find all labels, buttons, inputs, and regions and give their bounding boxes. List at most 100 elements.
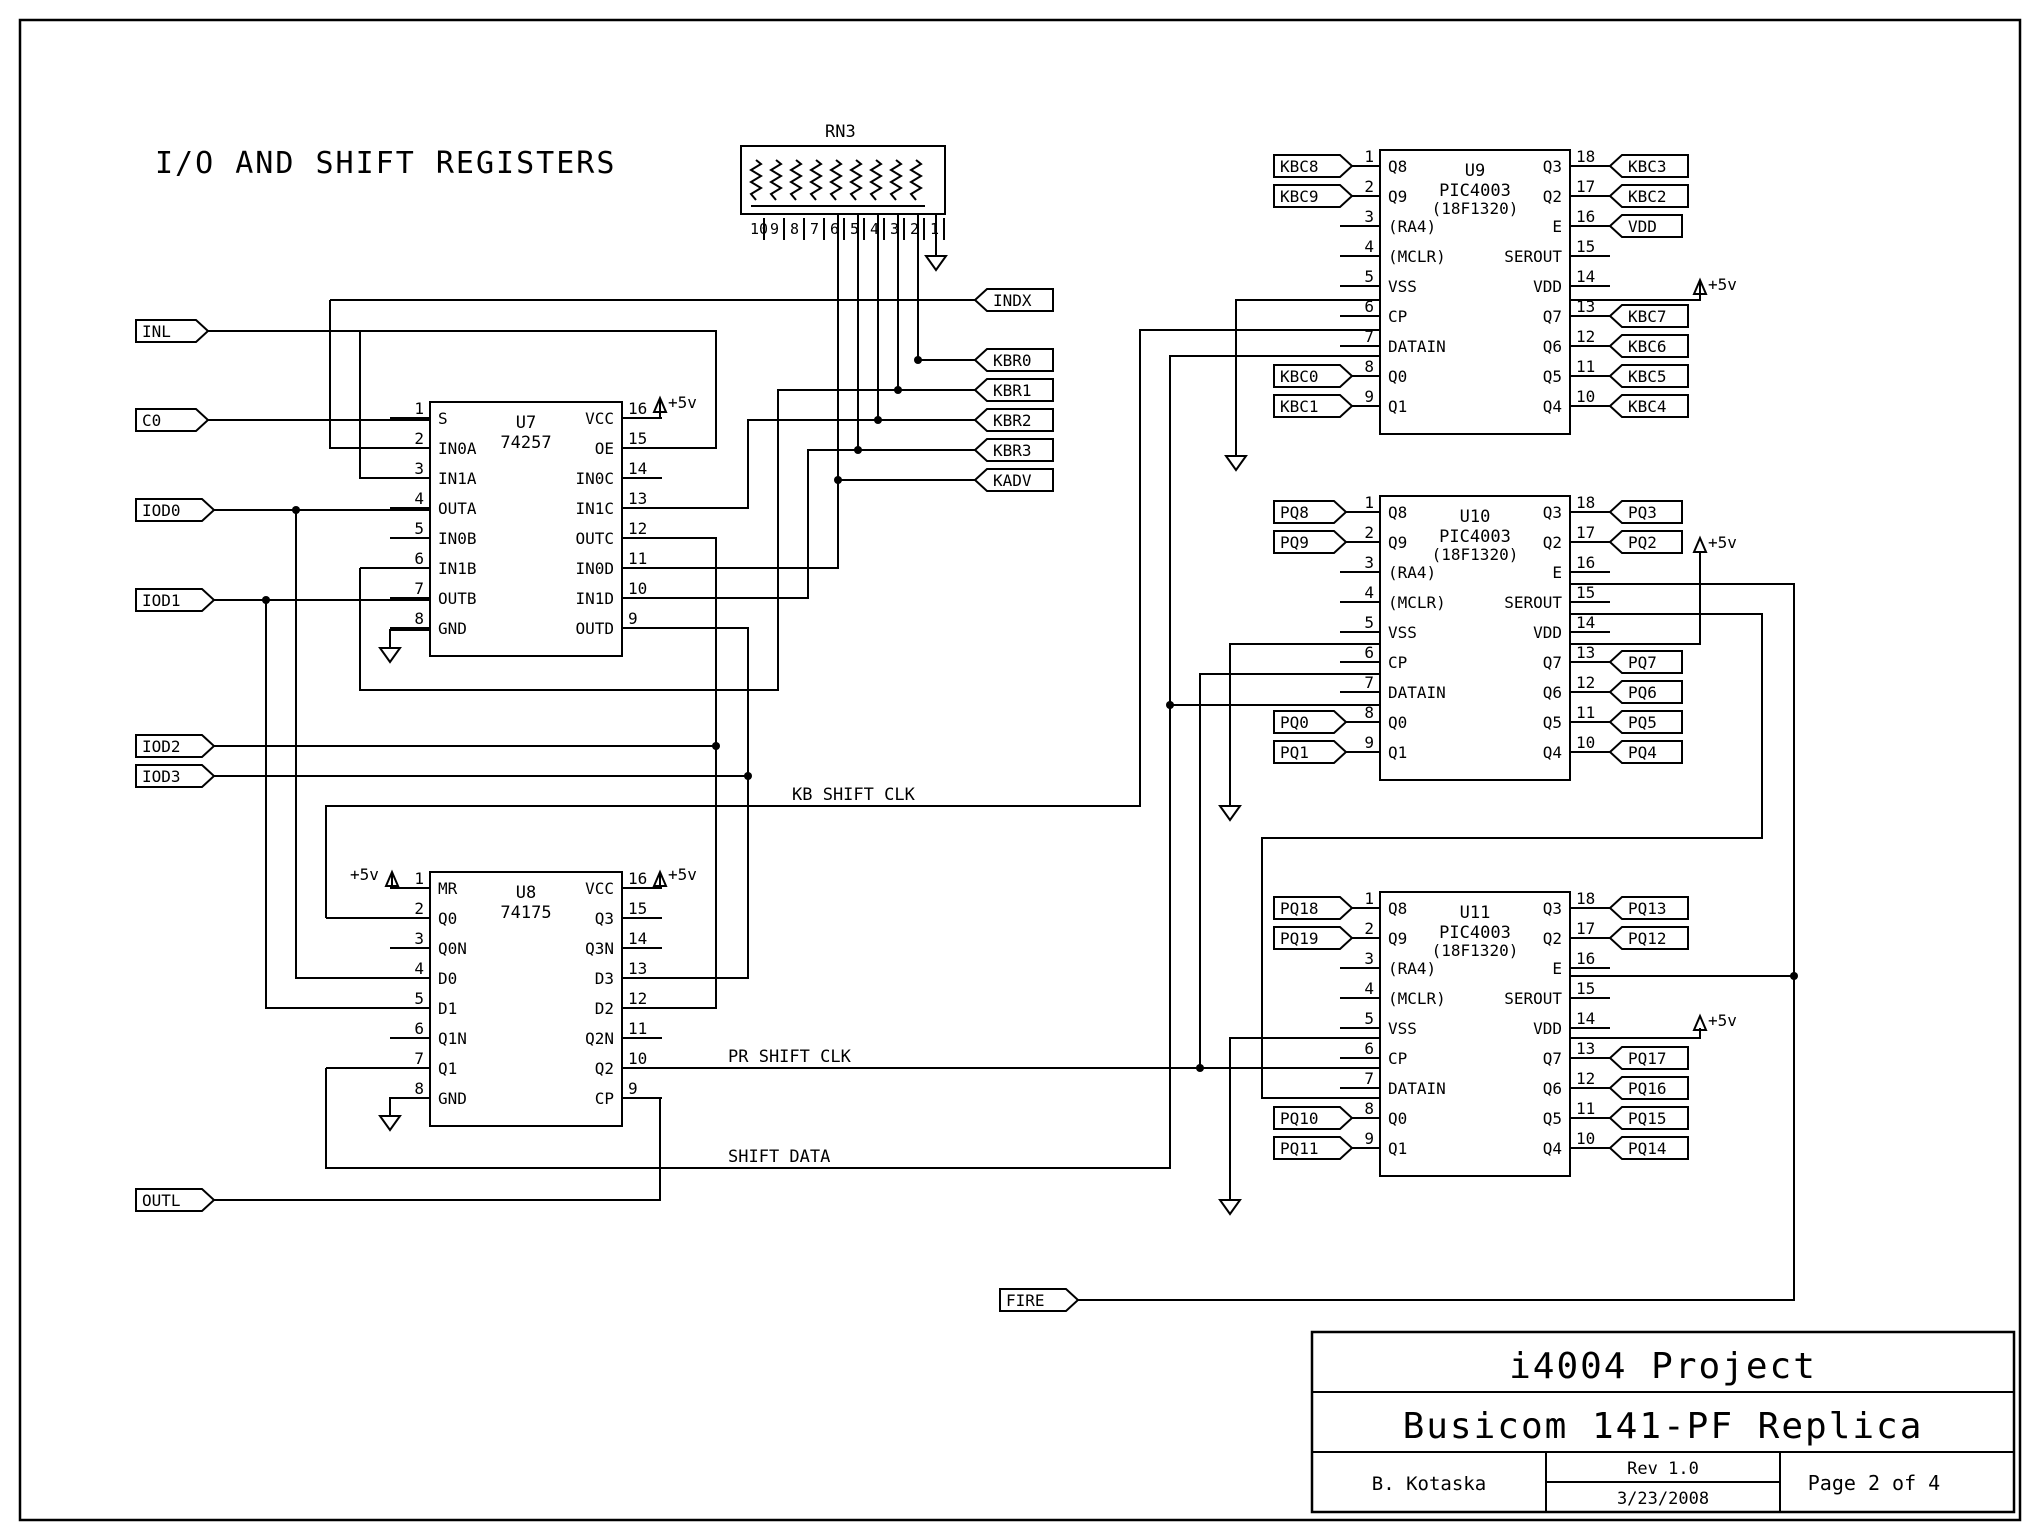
u9-vdd-label: +5v xyxy=(1708,275,1737,294)
u9-pin-name: E xyxy=(1552,217,1562,236)
u7-pin-number: 7 xyxy=(414,579,424,598)
u10-pin-name: (RA4) xyxy=(1388,563,1436,582)
resistor-zigzag xyxy=(909,159,923,201)
port-label: PQ18 xyxy=(1280,899,1319,918)
u8-pin-number: 3 xyxy=(414,929,424,948)
u11-pin-name: (MCLR) xyxy=(1388,989,1446,1008)
revision: Rev 1.0 xyxy=(1627,1459,1699,1479)
u8-pin-name: Q1N xyxy=(438,1029,467,1048)
u9-body xyxy=(1379,149,1571,435)
u10-pin-number: 8 xyxy=(1364,703,1374,722)
resistor-zigzag xyxy=(829,159,843,201)
date: 3/23/2008 xyxy=(1617,1489,1709,1509)
u9-pin-name: Q4 xyxy=(1543,397,1562,416)
port-flag xyxy=(1273,530,1348,554)
u11-pin-number: 10 xyxy=(1576,1129,1595,1148)
port-label: PQ14 xyxy=(1628,1139,1667,1158)
u11-pin-number: 16 xyxy=(1576,949,1595,968)
port-label: KBC6 xyxy=(1628,337,1667,356)
rn3-pin-number: 5 xyxy=(850,220,859,238)
u11-part: PIC4003 xyxy=(1439,923,1511,943)
port-label: KBC2 xyxy=(1628,187,1667,206)
sheet-title: I/O AND SHIFT REGISTERS xyxy=(155,146,616,181)
u10-pin-number: 15 xyxy=(1576,583,1595,602)
port-label: VDD xyxy=(1628,217,1657,236)
u11-pin-number: 6 xyxy=(1364,1039,1374,1058)
port-label: KBC0 xyxy=(1280,367,1319,386)
u9-pin-number: 14 xyxy=(1576,267,1595,286)
u9-pin-number: 6 xyxy=(1364,297,1374,316)
u11-pin-number: 5 xyxy=(1364,1009,1374,1028)
port-label: INDX xyxy=(993,291,1032,310)
u8-pin-number: 16 xyxy=(628,869,647,888)
u10-pin-number: 4 xyxy=(1364,583,1374,602)
port-flag xyxy=(973,348,1054,372)
u8-vcc-label: +5v xyxy=(668,865,697,884)
u8-pin-name: Q3N xyxy=(585,939,614,958)
u9-pin-name: Q1 xyxy=(1388,397,1407,416)
u9-pin-number: 16 xyxy=(1576,207,1595,226)
port-label: KBC3 xyxy=(1628,157,1667,176)
u9-pin-number: 7 xyxy=(1364,327,1374,346)
u11-pin-number: 9 xyxy=(1364,1129,1374,1148)
ground-symbol xyxy=(378,1115,402,1132)
junction-dots xyxy=(262,356,1798,1072)
port-label: PQ5 xyxy=(1628,713,1657,732)
u9-pin-name: Q5 xyxy=(1543,367,1562,386)
port-flag xyxy=(135,319,210,343)
port-flag xyxy=(1273,184,1354,208)
u8-pin-name: GND xyxy=(438,1089,467,1108)
port-flag xyxy=(973,438,1054,462)
u11-pin-name: Q2 xyxy=(1543,929,1562,948)
u11-pin-name: Q8 xyxy=(1388,899,1407,918)
port-label: PQ11 xyxy=(1280,1139,1319,1158)
u9-pin-number: 8 xyxy=(1364,357,1374,376)
u10-pin-number: 17 xyxy=(1576,523,1595,542)
u9-pin-number: 13 xyxy=(1576,297,1595,316)
u10-pin-name: Q0 xyxy=(1388,713,1407,732)
u7-pin-name: S xyxy=(438,409,448,428)
chip-u10: U10PIC4003(18F1320)1Q818Q32Q917Q23(RA4)1… xyxy=(1340,493,1610,781)
u8-pin-number: 14 xyxy=(628,929,647,948)
u10-pin-name: Q4 xyxy=(1543,743,1562,762)
port-flag xyxy=(135,1188,216,1212)
port-flag xyxy=(1273,500,1348,524)
u10-pin-name: CP xyxy=(1388,653,1407,672)
port-flag xyxy=(999,1288,1080,1312)
u7-pin-number: 3 xyxy=(414,459,424,478)
pr-shift-clk-label: PR SHIFT CLK xyxy=(728,1047,852,1067)
u7-pin-name: OUTB xyxy=(438,589,477,608)
page-number: Page 2 of 4 xyxy=(1808,1471,1940,1495)
u10-pin-name: SEROUT xyxy=(1504,593,1562,612)
u10-pin-number: 13 xyxy=(1576,643,1595,662)
shift-data-label: SHIFT DATA xyxy=(728,1147,830,1167)
u10-pin-name: Q2 xyxy=(1543,533,1562,552)
port-flag xyxy=(973,468,1054,492)
u7-u8-power-symbols: +5v +5v +5v +5v +5v +5v xyxy=(350,275,1737,1216)
port-label: IOD3 xyxy=(142,767,181,786)
u8-pin-number: 9 xyxy=(628,1079,638,1098)
port-flag xyxy=(135,734,216,758)
u11-pin-name: Q0 xyxy=(1388,1109,1407,1128)
u9-pin-number: 11 xyxy=(1576,357,1595,376)
port-flag xyxy=(973,288,1054,312)
rn3-pin-number: 6 xyxy=(830,220,839,238)
port-label: KBC1 xyxy=(1280,397,1319,416)
u7-pin-number: 1 xyxy=(414,399,424,418)
u10-pin-name: Q1 xyxy=(1388,743,1407,762)
port-label: KBR2 xyxy=(993,411,1032,430)
u11-body xyxy=(1379,891,1571,1177)
u9-pin-name: VDD xyxy=(1533,277,1562,296)
u10-pin-name: Q7 xyxy=(1543,653,1562,672)
u7-pin-number: 5 xyxy=(414,519,424,538)
u8-pin-name: VCC xyxy=(585,879,614,898)
u8-pin-number: 7 xyxy=(414,1049,424,1068)
port-flag xyxy=(135,588,216,612)
sheet-border xyxy=(18,18,2022,1522)
u9-pin-name: Q7 xyxy=(1543,307,1562,326)
u7-pin-number: 15 xyxy=(628,429,647,448)
port-label: PQ16 xyxy=(1628,1079,1667,1098)
port-label: PQ15 xyxy=(1628,1109,1667,1128)
u9-pin-name: Q2 xyxy=(1543,187,1562,206)
resistor-zigzag xyxy=(749,159,763,201)
